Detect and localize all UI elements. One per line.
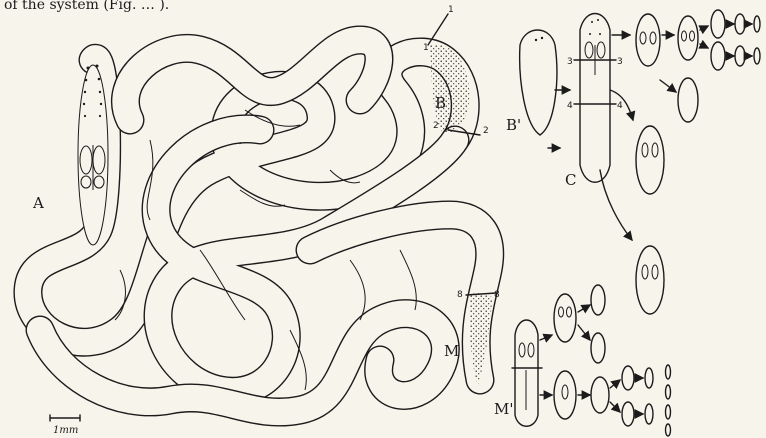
fragment-b-prime xyxy=(520,30,570,135)
worm-head-a xyxy=(78,65,108,246)
label-c: C xyxy=(565,171,576,189)
label-b: B xyxy=(435,94,446,112)
cut-number-1-side: 1 xyxy=(423,43,429,53)
label-a: A xyxy=(32,194,44,212)
cut-number-8-right: 8 xyxy=(494,290,500,300)
regeneration-series-lower xyxy=(540,285,671,436)
cut-number-2-right: 2 xyxy=(483,126,489,136)
header-fragment: of the system (Fig. … ). xyxy=(4,0,169,13)
cut-number-2-left: 2 xyxy=(433,121,439,131)
cut-number-4-left: 4 xyxy=(567,101,573,111)
cut-number-8-left: 8 xyxy=(457,290,463,300)
fragment-m-prime xyxy=(512,320,542,426)
regeneration-series-upper xyxy=(600,10,760,314)
scale-bar-label: 1mm xyxy=(53,425,78,436)
label-m: M xyxy=(444,342,459,360)
fragment-c xyxy=(548,14,616,183)
scale-bar: 1mm xyxy=(50,415,80,436)
cut-number-3-right: 3 xyxy=(617,57,623,67)
cut-number-4-right: 4 xyxy=(617,101,623,111)
label-b-prime: B' xyxy=(506,116,521,134)
cut-number-3-left: 3 xyxy=(567,57,573,67)
label-m-prime: M' xyxy=(494,400,513,418)
cut-number-1-top: 1 xyxy=(448,5,454,15)
